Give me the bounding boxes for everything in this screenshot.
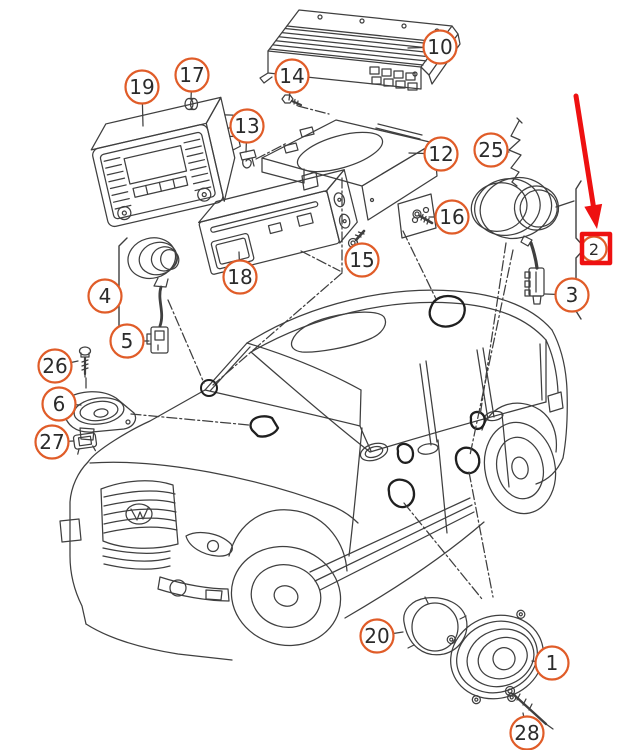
vw-badge-icon	[125, 503, 153, 525]
callout-number: 6	[53, 392, 66, 416]
callout-14[interactable]: 14	[274, 58, 310, 101]
callout-circle[interactable]	[554, 277, 590, 313]
callout-leader	[70, 360, 79, 364]
adapter-ring-art	[403, 596, 468, 656]
callout-19[interactable]: 19	[124, 69, 160, 127]
callout-circle[interactable]	[274, 58, 310, 94]
callout-number: 3	[566, 283, 579, 307]
callout-number: 17	[179, 63, 204, 87]
callout-5[interactable]: 5	[109, 323, 150, 359]
callout-number: 2	[589, 240, 599, 259]
amplifier-art	[259, 9, 461, 91]
callout-28[interactable]: 28	[509, 712, 545, 750]
callout-number: 27	[39, 430, 64, 454]
callout-number: 14	[279, 64, 304, 88]
callout-leader	[141, 102, 144, 127]
tweeter-art	[127, 237, 180, 354]
callout-20[interactable]: 20	[359, 618, 404, 654]
callout-circle[interactable]	[534, 645, 570, 681]
callout-circle[interactable]	[423, 136, 459, 172]
knob-art	[184, 97, 199, 111]
callout-25[interactable]: 25	[473, 132, 510, 168]
callout-circle[interactable]	[109, 323, 145, 359]
callout-number: 19	[129, 75, 154, 99]
callout-circle[interactable]	[359, 618, 395, 654]
callout-number: 25	[478, 138, 503, 162]
callout-circle[interactable]	[174, 57, 210, 93]
callout-number: 15	[349, 248, 374, 272]
callout-3[interactable]: 3	[544, 277, 590, 313]
callout-number: 4	[99, 284, 112, 308]
callout-circle[interactable]	[37, 348, 73, 384]
callout-13[interactable]: 13	[229, 108, 265, 153]
callout-number: 28	[514, 721, 539, 745]
rear-speaker-art	[470, 176, 575, 305]
callout-number: 26	[42, 354, 67, 378]
highlight-arrow-shaft	[573, 93, 597, 212]
bolt-art	[281, 94, 303, 107]
callout-circle[interactable]	[222, 259, 258, 295]
callout-6[interactable]: 6	[41, 386, 82, 422]
callout-number: 13	[234, 114, 259, 138]
callout-circle[interactable]	[34, 424, 70, 460]
callout-16[interactable]: 16	[428, 199, 470, 235]
callout-number: 10	[427, 35, 452, 59]
callout-15[interactable]: 15	[344, 240, 380, 278]
callout-number: 16	[439, 205, 464, 229]
callout-circle[interactable]	[229, 108, 265, 144]
callout-17[interactable]: 17	[174, 57, 210, 100]
car-illustration	[59, 289, 568, 661]
red-annotation-layer	[573, 93, 613, 266]
callout-10[interactable]: 10	[407, 29, 458, 65]
callout-circle[interactable]	[473, 132, 509, 168]
callout-27[interactable]: 27	[34, 424, 75, 460]
callout-leader	[392, 631, 404, 635]
screw-26-art	[78, 346, 92, 378]
callout-number: 1	[546, 651, 559, 675]
callout-number: 20	[364, 624, 389, 648]
cd-changer-art	[198, 169, 358, 275]
clip-art	[239, 149, 257, 169]
highlight-arrow-head	[584, 203, 603, 229]
wire-clip-art	[508, 117, 523, 187]
callout-circle[interactable]	[87, 278, 123, 314]
callout-18[interactable]: 18	[222, 251, 258, 295]
callout-circle[interactable]	[422, 29, 458, 65]
callout-26[interactable]: 26	[37, 348, 79, 384]
clip-27-art	[72, 432, 98, 455]
radio-head-unit-art	[90, 96, 241, 228]
speaker-cutouts	[200, 294, 486, 509]
callout-layer: 19 17 10 14 13 12 16 15 18 25 2 3 45 26 6 27 20 1 28	[34, 29, 608, 750]
screw-16-art	[412, 209, 434, 225]
callout-2[interactable]: 2	[580, 235, 608, 263]
callout-number: 5	[121, 329, 134, 353]
reference-lines	[85, 105, 514, 600]
callout-circle[interactable]	[41, 386, 77, 422]
callout-number: 12	[428, 142, 453, 166]
callout-12[interactable]: 12	[408, 136, 459, 172]
callout-circle[interactable]	[344, 242, 380, 278]
parts-artwork	[59, 9, 575, 730]
highlight-rect	[579, 231, 613, 266]
callout-circle[interactable]	[434, 199, 470, 235]
callout-circle[interactable]	[124, 69, 160, 105]
screw-28-art	[504, 685, 554, 730]
callout-4[interactable]: 4	[87, 278, 123, 314]
callout-leader	[288, 91, 291, 101]
callout-number: 18	[227, 265, 252, 289]
callout-1[interactable]: 1	[531, 645, 570, 681]
